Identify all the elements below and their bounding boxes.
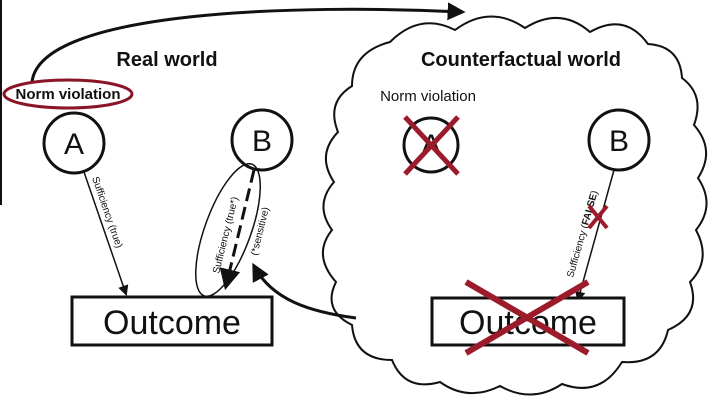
cf-outcome-cross-icon xyxy=(464,279,590,356)
node-b-circle xyxy=(230,108,294,172)
real-outcome-label: Outcome xyxy=(103,304,241,342)
edge-b-label: Sufficiency (true*) xyxy=(211,196,241,275)
cf-norm-violation-label: Norm violation xyxy=(380,88,476,105)
top-arc-arrow xyxy=(30,2,466,83)
cf-node-a-cross-icon xyxy=(403,115,460,176)
cf-edge-cross-icon xyxy=(587,204,609,230)
norm-violation-label: Norm violation xyxy=(15,86,120,103)
edge-a-outcome xyxy=(83,171,129,296)
real-world-title: Real world xyxy=(116,49,217,71)
node-b-label: B xyxy=(252,125,272,158)
counterfactual-return-arrow xyxy=(252,262,357,320)
cf-outcome-label: Outcome xyxy=(459,304,597,342)
cf-node-b-circle xyxy=(587,108,651,172)
cf-node-b-label: B xyxy=(609,125,629,158)
counterfactual-world-title: Counterfactual world xyxy=(421,49,621,71)
cf-edge-b-outcome xyxy=(575,169,615,303)
real-outcome-box xyxy=(70,295,274,347)
node-a-label: A xyxy=(64,128,84,161)
edge-b-outcome-dashed xyxy=(219,169,256,291)
norm-violation-oval xyxy=(2,78,134,110)
node-a-circle xyxy=(42,111,106,175)
